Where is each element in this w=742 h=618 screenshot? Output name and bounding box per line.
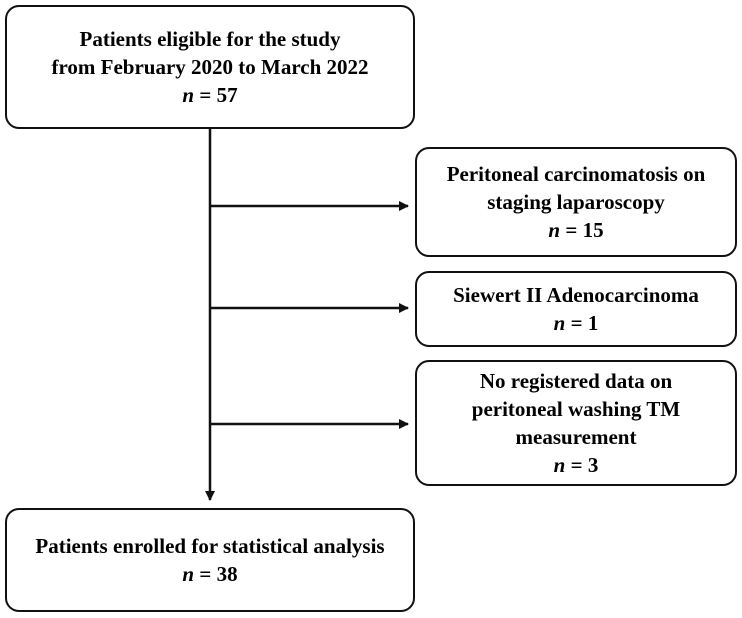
exclusion-1-line-1: Peritoneal carcinomatosis on <box>446 162 706 186</box>
exclusion-box-carcinomatosis: Peritoneal carcinomatosis on staging lap… <box>415 147 737 257</box>
exclusion-1-count: n = 15 <box>548 216 603 244</box>
eligible-line-2: from February 2020 to March 2022 <box>51 55 369 79</box>
exclusion-1-n-label: n <box>548 218 561 242</box>
exclusion-3-line-3: measurement <box>515 425 637 449</box>
exclusion-3-line-1: No registered data on <box>479 369 673 393</box>
eligible-n-value: = 57 <box>199 83 238 107</box>
enrolled-patients-box: Patients enrolled for statistical analys… <box>5 508 415 612</box>
exclusion-1-line-2: staging laparoscopy <box>487 190 665 214</box>
exclusion-1-n-value: = 15 <box>565 218 604 242</box>
exclusion-3-count: n = 3 <box>554 451 599 479</box>
eligible-line-1: Patients eligible for the study <box>79 27 341 51</box>
exclusion-box-siewert: Siewert II Adenocarcinoma n = 1 <box>415 271 737 347</box>
exclusion-box-no-data: No registered data on peritoneal washing… <box>415 360 737 486</box>
eligible-patients-box: Patients eligible for the study from Feb… <box>5 5 415 129</box>
enrolled-n-value: = 38 <box>199 562 238 586</box>
eligible-n-label: n <box>182 83 195 107</box>
exclusion-2-count: n = 1 <box>554 309 599 337</box>
exclusion-3-n-label: n <box>553 453 566 477</box>
exclusion-2-n-label: n <box>553 311 566 335</box>
exclusion-3-line-2: peritoneal washing TM <box>471 397 681 421</box>
eligible-count: n = 57 <box>182 81 237 109</box>
enrolled-n-label: n <box>182 562 195 586</box>
enrolled-count: n = 38 <box>182 560 237 588</box>
enrolled-line-1: Patients enrolled for statistical analys… <box>35 534 385 558</box>
exclusion-2-line-1: Siewert II Adenocarcinoma <box>453 283 699 307</box>
exclusion-3-n-value: = 3 <box>570 453 599 477</box>
exclusion-2-n-value: = 1 <box>570 311 599 335</box>
